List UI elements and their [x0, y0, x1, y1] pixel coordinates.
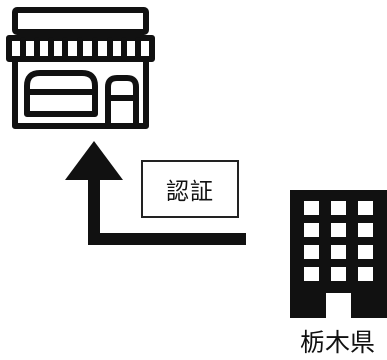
bent-arrow-icon	[65, 141, 246, 245]
office-label: 栃木県	[300, 328, 376, 357]
store-icon	[6, 7, 155, 129]
office-building-icon	[290, 190, 387, 318]
callout-box: 認証	[141, 160, 239, 218]
callout-label: 認証	[166, 179, 214, 205]
